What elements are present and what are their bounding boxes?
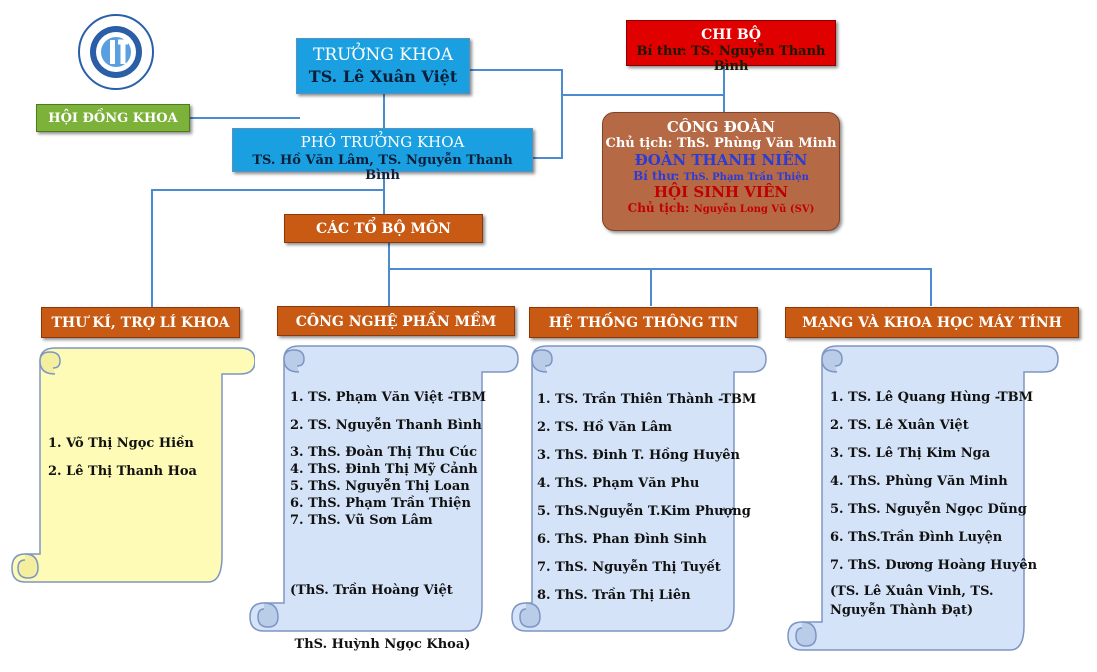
member-item: 2. TS. Lê Xuân Việt: [830, 418, 969, 433]
dean-title: TRƯỞNG KHOA: [312, 45, 453, 65]
member-item: 5. ThS.Nguyễn T.Kim Phượng: [537, 504, 751, 519]
software-dept-header: CÔNG NGHỆ PHẦN MỀM: [277, 306, 515, 336]
vice-dean-names: TS. Hồ Văn Lâm, TS. Nguyễn Thanh Bình: [252, 153, 513, 183]
trade-union-chair: Chủ tịch: ThS. Phùng Văn Minh: [605, 136, 837, 151]
connector: [383, 172, 385, 214]
member-item: 3. TS. Lê Thị Kim Nga: [830, 446, 991, 461]
member-item: 6. ThS. Phạm Trần Thiện: [290, 496, 471, 511]
software-dept-scroll: [249, 345, 519, 632]
infosys-dept-title: HỆ THỐNG THÔNG TIN: [548, 315, 739, 331]
member-item: 4. ThS. Phùng Văn Minh: [830, 474, 1008, 489]
connector: [930, 268, 932, 306]
dean-box: TRƯỞNG KHOA TS. Lê Xuân Việt: [296, 38, 470, 94]
connector: [151, 189, 153, 307]
network-dept-scroll: [787, 345, 1059, 651]
member-item: 4. ThS. Phạm Văn Phu: [537, 476, 700, 491]
member-item: 2. TS. Hồ Văn Lâm: [537, 420, 673, 435]
member-item: 3. ThS. Đinh T. Hồng Huyên: [537, 448, 741, 463]
member-item: 7. ThS. Nguyễn Thị Tuyết: [537, 560, 721, 575]
party-cell-title: CHI BỘ: [701, 27, 761, 43]
student-chair-label: Chủ tịch:: [627, 201, 690, 215]
youth-union-title: ĐOÀN THANH NIÊN: [634, 151, 808, 169]
connector: [650, 268, 652, 306]
connector: [190, 117, 300, 119]
note-line: Nguyễn Thành Đạt): [830, 603, 974, 618]
member-item: 1. TS. Trần Thiên Thành -TBM: [537, 392, 757, 407]
software-dept-note: (ThS. Trần Hoàng Việt ThS. Huỳnh Ngọc Kh…: [290, 546, 470, 672]
network-dept-members: 1. TS. Lê Quang Hùng -TBM 2. TS. Lê Xuân…: [830, 384, 1037, 580]
member-item: 1. TS. Phạm Văn Việt -TBM: [290, 390, 487, 405]
party-cell-secretary: Bí thư: TS. Nguyễn Thanh Bình: [636, 44, 826, 74]
note-line: (ThS. Trần Hoàng Việt: [290, 583, 453, 598]
faculty-council-label: HỘI ĐỒNG KHOA: [48, 111, 178, 126]
member-item: 1. Võ Thị Ngọc Hiền: [48, 436, 194, 451]
software-dept-title: CÔNG NGHỆ PHẦN MỀM: [295, 314, 497, 330]
party-cell-box: CHI BỘ Bí thư: TS. Nguyễn Thanh Bình: [626, 20, 836, 74]
dean-name: TS. Lê Xuân Việt: [308, 67, 458, 86]
software-dept-members-senior: 1. TS. Phạm Văn Việt -TBM 2. TS. Nguyễn …: [290, 384, 486, 440]
member-item: 2. Lê Thị Thanh Hoa: [48, 464, 197, 479]
network-dept-note: (TS. Lê Xuân Vinh, TS. Nguyễn Thành Đạt): [830, 582, 994, 620]
member-item: 5. ThS. Nguyễn Thị Loan: [290, 479, 470, 494]
vice-dean-title: PHÓ TRƯỞNG KHOA: [300, 133, 465, 151]
member-item: 5. ThS. Nguyễn Ngọc Dũng: [830, 502, 1027, 517]
member-item: 6. ThS.Trần Đình Luyện: [830, 530, 1003, 545]
secretary-unit-header: THƯ KÍ, TRỢ LÍ KHOA: [41, 307, 240, 338]
note-line: (TS. Lê Xuân Vinh, TS.: [830, 584, 994, 599]
connector: [151, 189, 385, 191]
network-dept-header: MẠNG VÀ KHOA HỌC MÁY TÍNH: [785, 307, 1079, 338]
connector: [388, 243, 390, 307]
trade-union-title: CÔNG ĐOÀN: [666, 118, 776, 136]
member-item: 1. TS. Lê Quang Hùng -TBM: [830, 390, 1034, 405]
student-union-chair: Chủ tịch: Nguyễn Long Vũ (SV): [603, 201, 839, 215]
member-item: 4. ThS. Đinh Thị Mỹ Cảnh: [290, 462, 478, 477]
connector: [561, 69, 563, 159]
unions-box: CÔNG ĐOÀN Chủ tịch: ThS. Phùng Văn Minh …: [602, 112, 840, 231]
secretary-unit-scroll: [11, 347, 255, 583]
connector: [561, 94, 724, 96]
vice-dean-box: PHÓ TRƯỞNG KHOA TS. Hồ Văn Lâm, TS. Nguy…: [232, 128, 533, 183]
member-item: 8. ThS. Trần Thị Liên: [537, 588, 691, 603]
member-item: 6. ThS. Phan Đình Sinh: [537, 532, 707, 547]
youth-secretary-label: Bí thư:: [633, 169, 680, 183]
faculty-logo: [78, 14, 154, 90]
secretary-unit-title: THƯ KÍ, TRỢ LÍ KHOA: [51, 315, 230, 331]
infosys-dept-members: 1. TS. Trần Thiên Thành -TBM 2. TS. Hồ V…: [537, 386, 756, 610]
connector: [388, 268, 932, 270]
connector: [723, 66, 725, 114]
member-item: 7. ThS. Dương Hoàng Huyên: [830, 558, 1038, 573]
note-line: ThS. Huỳnh Ngọc Khoa): [290, 637, 471, 652]
member-item: 3. ThS. Đoàn Thị Thu Cúc: [290, 445, 478, 460]
member-item: 2. TS. Nguyễn Thanh Bình: [290, 418, 482, 433]
youth-union-secretary: Bí thư: ThS. Phạm Trần Thiện: [603, 169, 839, 183]
departments-box: CÁC TỔ BỘ MÔN: [284, 214, 483, 243]
software-dept-members: 3. ThS. Đoàn Thị Thu Cúc 4. ThS. Đinh Th…: [290, 444, 478, 529]
faculty-council-box: HỘI ĐỒNG KHOA: [36, 104, 190, 132]
connector: [383, 94, 385, 130]
connector: [533, 157, 562, 159]
youth-secretary-name: ThS. Phạm Trần Thiện: [683, 172, 809, 183]
infosys-dept-scroll: [511, 345, 767, 632]
member-item: 7. ThS. Vũ Sơn Lâm: [290, 513, 433, 528]
departments-label: CÁC TỔ BỘ MÔN: [316, 221, 451, 237]
secretary-unit-members: 1. Võ Thị Ngọc Hiền 2. Lê Thị Thanh Hoa: [48, 430, 197, 486]
infosys-dept-header: HỆ THỐNG THÔNG TIN: [529, 307, 758, 338]
student-chair-name: Nguyễn Long Vũ (SV): [693, 204, 815, 215]
student-union-title: HỘI SINH VIÊN: [653, 183, 789, 201]
connector: [470, 69, 562, 71]
network-dept-title: MẠNG VÀ KHOA HỌC MÁY TÍNH: [802, 315, 1062, 331]
